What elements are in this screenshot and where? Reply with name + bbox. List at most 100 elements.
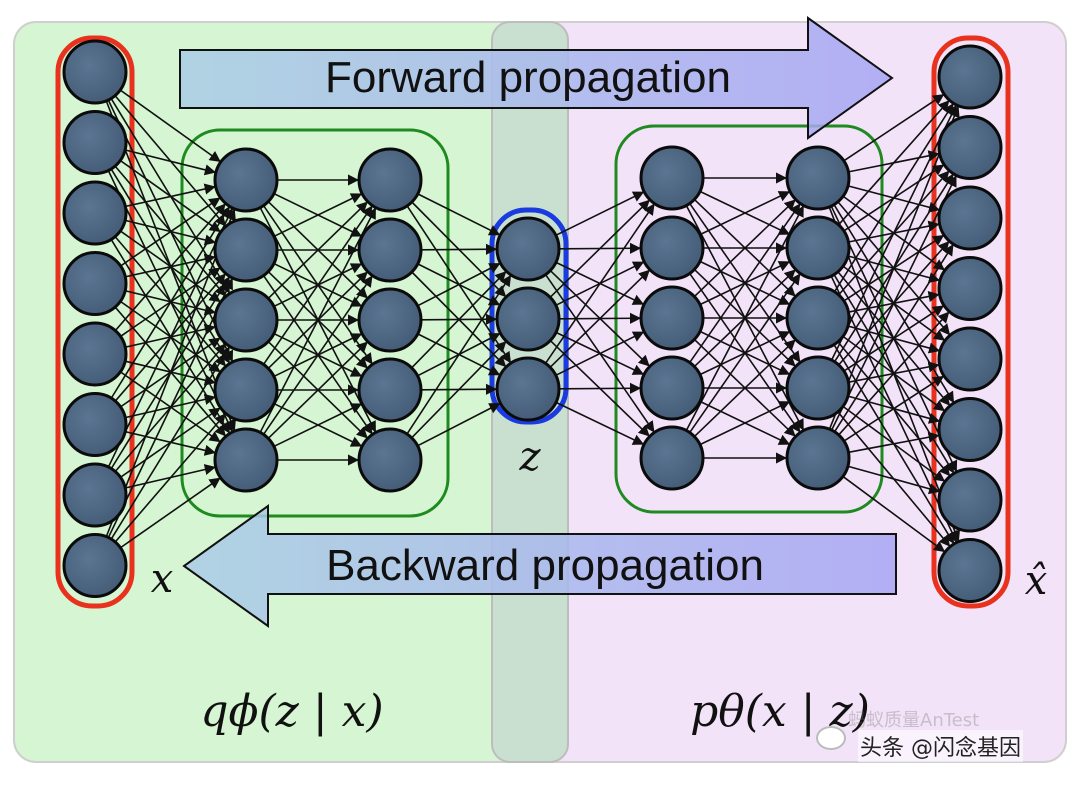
connection-latent-to-dec-h1 [544, 203, 655, 364]
connection-dec-h2-to-output [830, 104, 957, 361]
dec-h1-node-1 [639, 145, 705, 211]
output-node-5 [937, 326, 1003, 392]
connection-enc-h2-to-latent [417, 262, 501, 307]
connection-dec-h2-to-output [833, 103, 954, 293]
enc-h1-node-4 [213, 357, 279, 423]
connection-enc-h1-to-enc-h2 [262, 205, 373, 365]
connection-latent-to-dec-h1 [558, 382, 642, 394]
input-node-1 [62, 39, 128, 105]
connection-dec-h2-to-output [843, 94, 945, 162]
connection-input-to-enc-h1 [105, 208, 236, 537]
connection-dec-h2-to-output [848, 431, 940, 454]
output-node-4 [937, 256, 1003, 321]
connection-enc-h1-to-enc-h2 [267, 341, 368, 439]
enc-h1-node-1 [213, 147, 279, 213]
output-node-2 [937, 115, 1003, 180]
connection-enc-h1-to-enc-h2 [267, 201, 368, 299]
connection-lines [105, 89, 961, 553]
connection-dec-h2-to-output [830, 175, 957, 431]
connection-dec-h2-to-output [847, 465, 941, 495]
wechat-icon [816, 726, 846, 750]
connection-latent-to-dec-h1 [555, 401, 645, 445]
connection-dec-h1-to-dec-h2 [689, 203, 801, 364]
enc-h2-node-2 [357, 217, 423, 283]
connection-input-to-enc-h1 [124, 149, 217, 176]
connection-latent-to-dec-h1 [549, 199, 650, 298]
output-node-3 [937, 185, 1003, 251]
connection-latent-to-dec-h1 [549, 269, 650, 368]
backward-label: Backward propagation [326, 541, 764, 590]
dec-h1-node-4 [639, 355, 705, 421]
dec-h2-node-2 [785, 215, 851, 281]
connection-input-to-enc-h1 [120, 197, 221, 267]
watermark-main-text: 头条 @闪念基因 [858, 730, 1023, 762]
connection-input-to-enc-h1 [110, 206, 230, 399]
input-node-8 [62, 533, 128, 598]
dec-h1-node-5 [639, 425, 705, 491]
neuron-nodes [62, 39, 1003, 603]
connection-dec-h1-to-dec-h2 [699, 191, 791, 236]
input-node-6 [62, 392, 128, 457]
encoder-distribution-label: qϕ(z | x) [200, 686, 383, 737]
connection-dec-h2-to-output [837, 100, 950, 226]
connection-input-to-enc-h1 [114, 413, 226, 543]
dec-h1-node-3 [639, 285, 705, 351]
input-node-2 [62, 110, 128, 175]
connection-dec-h1-to-dec-h2 [693, 339, 796, 438]
connection-dec-h1-to-dec-h2 [699, 401, 791, 446]
enc-h2-node-5 [357, 427, 423, 493]
enc-h2-node-4 [357, 357, 423, 423]
latent-node-3 [495, 356, 561, 422]
output-node-6 [937, 397, 1003, 462]
connection-input-to-enc-h1 [110, 346, 230, 540]
dec-h2-node-1 [785, 145, 851, 211]
connection-dec-h1-to-dec-h2 [693, 199, 796, 298]
output-node-1 [937, 44, 1003, 110]
connection-dec-h2-to-output [833, 244, 954, 433]
connection-input-to-enc-h1 [119, 89, 221, 163]
latent-variable-label: z [518, 434, 541, 480]
connection-enc-h1-to-enc-h2 [259, 207, 377, 433]
enc-h1-node-2 [213, 217, 279, 283]
input-node-5 [62, 321, 128, 387]
latent-node-1 [495, 216, 561, 282]
input-layer-outline [55, 35, 135, 609]
connection-enc-h2-to-latent [417, 193, 501, 236]
input-node-7 [62, 462, 128, 528]
input-node-3 [62, 180, 128, 246]
connection-enc-h1-to-enc-h2 [273, 403, 363, 448]
forward-label: Forward propagation [325, 53, 731, 102]
connection-latent-to-dec-h1 [555, 191, 645, 237]
backward-arrow [182, 504, 897, 628]
connection-dec-h2-to-output [828, 105, 960, 430]
dec-h2-node-5 [785, 425, 851, 491]
forward-arrow [179, 16, 894, 140]
dec-h2-node-4 [785, 355, 851, 421]
connection-dec-h2-to-output [838, 311, 950, 436]
connection-input-to-enc-h1 [107, 277, 233, 538]
dec-h1-node-2 [639, 215, 705, 281]
input-variable-label: x [151, 556, 174, 602]
connection-enc-h1-to-enc-h2 [273, 193, 363, 238]
dec-h2-node-3 [785, 285, 851, 351]
connection-input-to-enc-h1 [125, 183, 216, 208]
connection-enc-h2-to-latent [417, 402, 501, 447]
connection-dec-h2-to-output [842, 475, 946, 553]
connection-enc-h2-to-latent [411, 271, 507, 369]
output-node-7 [937, 467, 1003, 533]
output-node-8 [937, 538, 1003, 603]
connection-dec-h2-to-output [843, 375, 945, 442]
watermark-ghost-text: 蚂蚁质量AnTest [848, 710, 980, 731]
connection-enc-h1-to-enc-h2 [262, 275, 373, 435]
output-variable-label: x̂ [1025, 558, 1048, 604]
connection-input-to-enc-h1 [114, 203, 226, 332]
connection-input-to-enc-h1 [119, 477, 221, 549]
connection-input-to-enc-h1 [107, 207, 233, 468]
latent-node-2 [495, 286, 561, 352]
decoder-distribution-label: pθ(x | z) [690, 686, 870, 737]
connection-enc-h2-to-latent [406, 274, 512, 435]
connection-dec-h1-to-dec-h2 [685, 205, 804, 431]
enc-h1-node-3 [213, 287, 279, 353]
enc-h2-node-1 [357, 147, 423, 213]
